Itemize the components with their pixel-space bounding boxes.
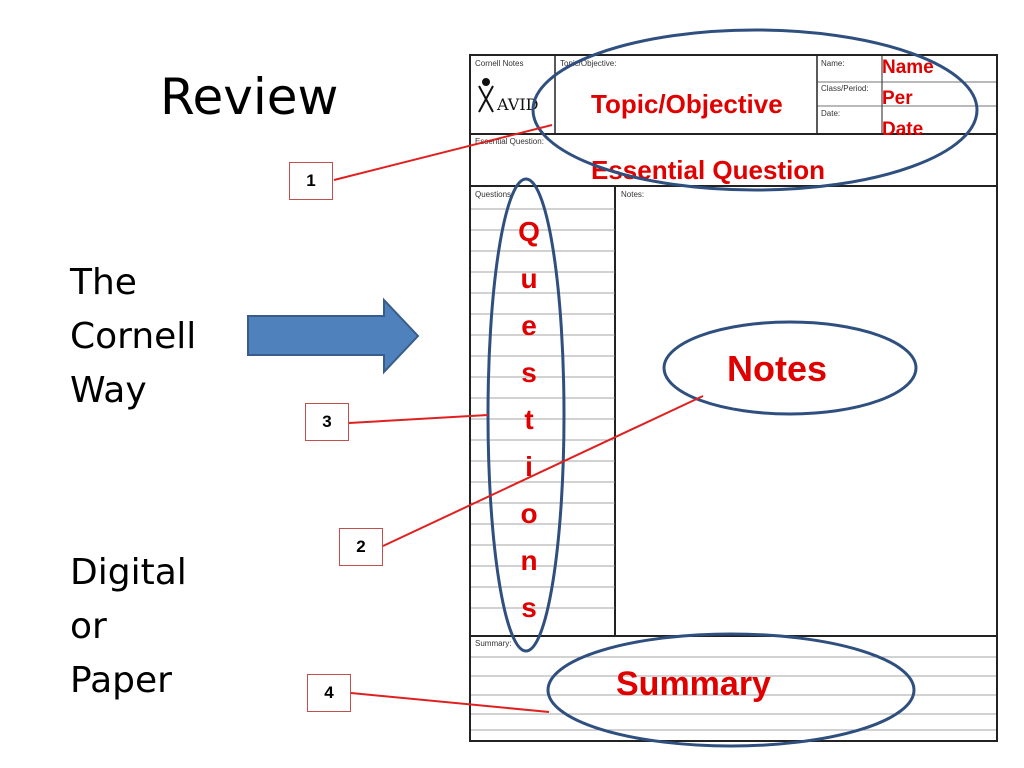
slide-title: Review — [160, 68, 339, 126]
essential-question-small-label: Essential Question: — [475, 137, 544, 146]
word-way: Way — [70, 370, 147, 411]
name-label: Name — [882, 57, 934, 78]
avid-logo-text: AVID — [496, 95, 538, 114]
questions-letter: e — [521, 310, 537, 341]
questions-letter: u — [520, 263, 538, 294]
callout-box-4: 4 — [307, 674, 351, 712]
questions-vertical-label: Q u e s t i o n s — [507, 208, 551, 631]
questions-letter: s — [521, 357, 537, 388]
word-or: or — [70, 606, 107, 647]
summary-label: Summary — [616, 665, 771, 703]
questions-small-label: Questions: — [475, 190, 514, 199]
date-small-label: Date: — [821, 109, 841, 118]
word-the: The — [70, 262, 137, 303]
essential-question-label: Essential Question — [591, 155, 826, 185]
cornell-way-text: The Cornell Way — [70, 256, 196, 418]
callout-box-1: 1 — [289, 162, 333, 200]
summary-small-label: Summary: — [475, 639, 512, 648]
digital-paper-text: Digital or Paper — [70, 546, 187, 708]
questions-letter: t — [524, 404, 534, 435]
questions-letter: s — [521, 592, 537, 623]
class-period-small-label: Class/Period: — [821, 84, 869, 93]
right-arrow-icon — [247, 297, 420, 375]
questions-letter: o — [520, 498, 538, 529]
cornell-notes-label: Cornell Notes — [475, 59, 524, 68]
word-digital: Digital — [70, 552, 187, 593]
callout-box-3: 3 — [305, 403, 349, 441]
questions-letter: i — [525, 451, 533, 482]
date-label: Date — [882, 119, 924, 140]
notes-small-label: Notes: — [621, 190, 645, 199]
name-small-label: Name: — [821, 59, 845, 68]
notes-label: Notes — [727, 348, 828, 389]
per-label: Per — [882, 88, 913, 109]
topic-objective-small-label: Topic/Objective: — [560, 59, 617, 68]
avid-logo-icon — [478, 78, 494, 113]
word-cornell: Cornell — [70, 316, 197, 357]
questions-letter: n — [520, 545, 538, 576]
questions-letter: Q — [518, 216, 540, 247]
word-paper: Paper — [70, 660, 172, 701]
callout-box-2: 2 — [339, 528, 383, 566]
topic-objective-label: Topic/Objective — [591, 89, 783, 119]
